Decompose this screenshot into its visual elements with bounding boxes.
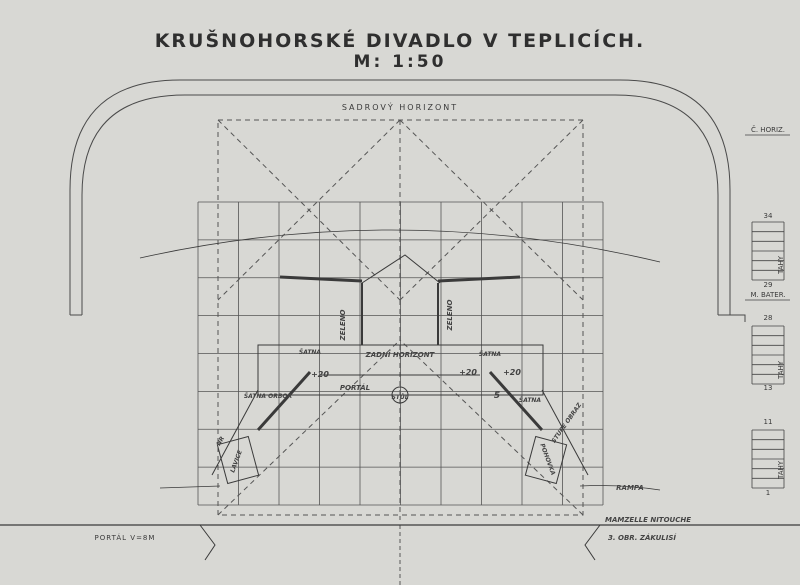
satna-right-label: ŠATNA <box>479 351 502 358</box>
satna-right2-label: ŠATNA <box>519 397 542 404</box>
zeleno-right-label: ZELENO <box>446 300 454 332</box>
stul-label: STŮL <box>391 394 408 401</box>
satna-orbor-label: ŠATNA ORBOR <box>244 393 293 400</box>
lavice-label: LAVICE <box>229 448 244 473</box>
tahy-number-1: 1 <box>766 489 770 497</box>
tahy-label-2: TAHY <box>777 360 785 380</box>
tahy-number-13: 13 <box>764 384 773 392</box>
plus20-mid-label: +20 <box>459 368 477 377</box>
mamzelle-label: MAMZELLE NITOUCHE <box>605 516 691 524</box>
portal-height-label: PORTÁL V=8M <box>95 533 156 542</box>
c-horiz-label: Č. HORIZ. <box>751 125 785 134</box>
tahy-label-1: TAHY <box>777 255 785 275</box>
zeleno-left-label: ZELENO <box>339 310 347 342</box>
tahy-number-11: 11 <box>764 418 773 426</box>
pohovka-label: POHOVKA <box>538 443 556 477</box>
stage-grid <box>197 201 604 506</box>
plus20-left-label: +20 <box>311 370 329 379</box>
satna-left-label: ŠATNA <box>299 349 322 356</box>
m-bater-label: M. BATER. <box>750 291 785 299</box>
tahy-number-29: 29 <box>764 281 773 289</box>
rampa-label: RAMPA <box>616 484 644 492</box>
tahy-number-34: 34 <box>764 212 773 220</box>
cyclorama-inner <box>81 94 719 315</box>
tahy-number-28: 28 <box>764 314 773 322</box>
stupe-obraz-label: STUPE OBRAZ <box>550 401 583 444</box>
cyclorama-outer <box>69 79 746 322</box>
zadni-horizont-label: ZADNÍ HORIZONT <box>365 350 436 359</box>
cyclorama-label: SADROVÝ HORIZONT <box>342 101 458 112</box>
drawing-scale: M: 1:50 <box>353 52 447 72</box>
tahy-label-3: TAHY <box>777 460 785 480</box>
plus20-right-label: +20 <box>503 368 521 377</box>
portal-label: PORTÁL <box>340 383 370 392</box>
drawing-title: KRUŠNOHORSKÉ DIVADLO V TEPLICÍCH. <box>154 30 646 52</box>
scene-three-label: 3. OBR. ZÁKULISÍ <box>608 533 677 542</box>
nr-label: NR <box>215 435 226 447</box>
number-five-label: 5 <box>494 391 500 401</box>
